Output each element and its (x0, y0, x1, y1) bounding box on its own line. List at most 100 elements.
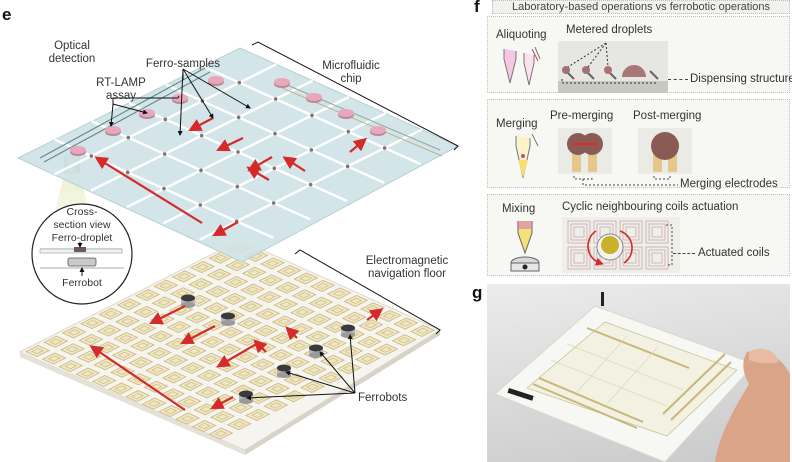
coil (285, 356, 311, 369)
post-merging-image (638, 128, 692, 174)
mix-coil (573, 252, 585, 264)
coil-inner (324, 374, 338, 381)
coil-inner (397, 337, 411, 344)
ferro-sample (382, 146, 387, 150)
coil-inner (86, 320, 99, 327)
ferro-sample (199, 168, 203, 173)
ferrobot-leaders (246, 334, 356, 401)
coil-inner (311, 333, 324, 340)
coil-inner (256, 361, 269, 368)
coil-inner (314, 299, 328, 306)
coil (141, 397, 167, 410)
coil (223, 276, 249, 289)
coil-inner (239, 353, 253, 360)
coil-inner (296, 309, 309, 316)
coil-inner (204, 355, 218, 362)
coil-inner (219, 380, 233, 387)
coil-inner (117, 351, 131, 358)
coil (273, 298, 299, 311)
coil (226, 418, 252, 431)
label-line: Optical (54, 40, 90, 52)
coil (393, 317, 419, 330)
coil-inner (229, 279, 243, 286)
coil (151, 296, 177, 309)
ferrobot-top (221, 312, 235, 320)
chip-channel-grid (53, 63, 423, 241)
coil (205, 285, 231, 298)
coil (306, 313, 332, 326)
coil (373, 343, 399, 356)
f-operation-label: Merging (496, 118, 538, 130)
coil (171, 270, 197, 283)
coil (354, 352, 381, 365)
label-line: navigation floor (368, 268, 446, 280)
coil-inner (361, 355, 374, 362)
coil (96, 324, 122, 337)
reservoir (274, 78, 290, 86)
coil-inner (277, 318, 291, 325)
coil (358, 319, 384, 332)
coil-inner (186, 365, 199, 372)
coil (98, 307, 124, 320)
coil-inner (167, 374, 181, 381)
ferro-sample (162, 152, 167, 156)
coil (341, 311, 367, 324)
coil (291, 289, 317, 302)
coil-inner (121, 318, 134, 325)
metered-droplets-image (558, 41, 668, 93)
coil (336, 362, 362, 375)
reservoir (208, 76, 224, 84)
coil (163, 354, 189, 367)
vortex-mixer-icon (510, 221, 540, 272)
ferro-sample (199, 133, 204, 138)
f-annotation: Dispensing structure (690, 73, 792, 85)
panel-letter-g: g (472, 283, 483, 302)
mix-coil (625, 226, 637, 238)
coil (75, 367, 100, 380)
coil-inner (84, 336, 98, 343)
coil (249, 358, 276, 371)
mix-coil (567, 220, 591, 244)
coil (239, 283, 266, 296)
coil (206, 268, 232, 281)
coil-inner (66, 346, 79, 353)
coil-grid (25, 242, 436, 440)
coil-inner (271, 385, 284, 392)
coil (61, 326, 87, 339)
coil (60, 343, 85, 356)
coil (158, 405, 184, 418)
coil-inner (247, 269, 261, 276)
coil-inner (416, 327, 429, 334)
ferro-sample (271, 201, 276, 205)
mix-coil (619, 246, 643, 270)
coil-actuation-image (562, 217, 680, 273)
coil-inner (197, 423, 211, 430)
coil-inner (104, 310, 118, 317)
coil (134, 289, 161, 302)
mix-coil (645, 220, 669, 244)
merging-electrodes-leader (573, 176, 678, 186)
coil (43, 335, 69, 348)
coil-inner (136, 342, 149, 349)
label-ferrobots: Ferrobots (358, 392, 408, 404)
chip-arrows (94, 117, 368, 237)
aliquoting-tubes-icon (503, 47, 541, 86)
coil (299, 380, 326, 393)
coil (116, 298, 142, 311)
coil (133, 305, 159, 318)
coil (301, 364, 327, 377)
coil-inner (261, 310, 274, 317)
f-row-aliquoting: Aliquoting Metered droplets Dispensing s… (487, 16, 792, 93)
coil-inner (227, 295, 241, 302)
coil-inner (202, 372, 216, 379)
coil-inner (114, 385, 128, 392)
coil (241, 266, 267, 279)
coil-inner (31, 348, 44, 355)
coil (129, 339, 156, 352)
coil-inner (299, 275, 313, 282)
ferro-sample (236, 150, 240, 154)
coil (128, 356, 154, 369)
coil-inner (199, 406, 213, 413)
coil-inner (224, 329, 238, 336)
coil-inner (214, 430, 228, 437)
